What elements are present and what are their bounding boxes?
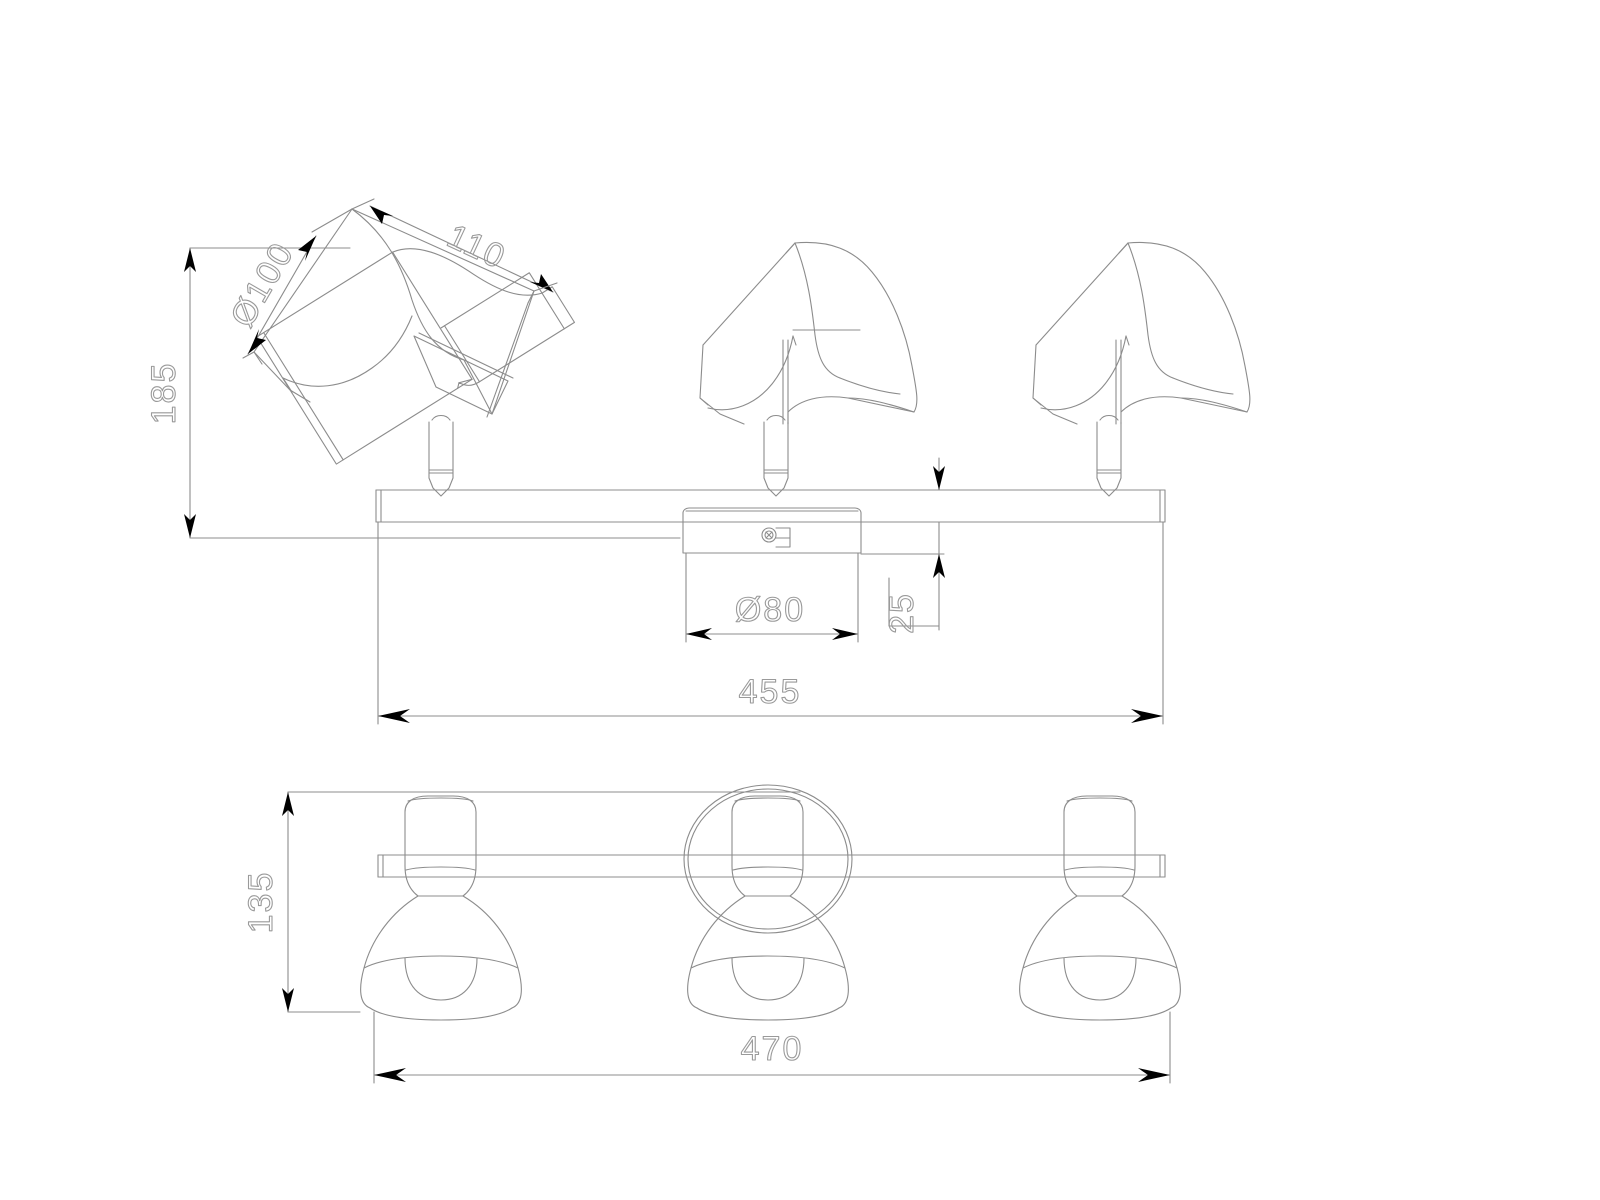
lamp-stem-center [763,414,789,497]
dim-label-185: 185 [145,362,183,425]
canopy-block [682,507,862,554]
dim-label-135: 135 [242,871,280,934]
lamp-center-outline [699,241,918,425]
dimension-185 [184,247,681,539]
dimension-d80 [685,552,859,643]
dim-label-455: 455 [739,673,802,711]
lamp-right-outline [1032,241,1251,425]
mounting-bar-front [377,854,1166,878]
dim-label-470: 470 [741,1030,804,1068]
lamp-left-outline [253,208,535,418]
canopy-plate-front [683,784,853,934]
dimension-470 [373,1011,1171,1084]
dimension-110 [351,198,558,293]
dim-label-25: 25 [883,592,921,634]
lamp-front-left [360,795,522,1021]
lamp-front-right [1019,795,1181,1021]
dimension-455 [377,521,1164,725]
lamp-head-left-cap [282,210,417,389]
dimension-25 [860,457,945,631]
canopy-screw-icon [761,527,791,548]
dimension-135 [282,791,801,1013]
dim-label-d80: Ø80 [735,591,805,629]
lamp-stem-right [1096,414,1122,497]
dim-label-d100: Ø100 [223,236,302,334]
dimension-d100 [242,208,353,359]
lamp-stem-left [428,414,454,497]
lamp-front-center [687,795,849,1021]
mounting-bar-side [375,489,1166,523]
lamp-head-left [256,248,576,465]
